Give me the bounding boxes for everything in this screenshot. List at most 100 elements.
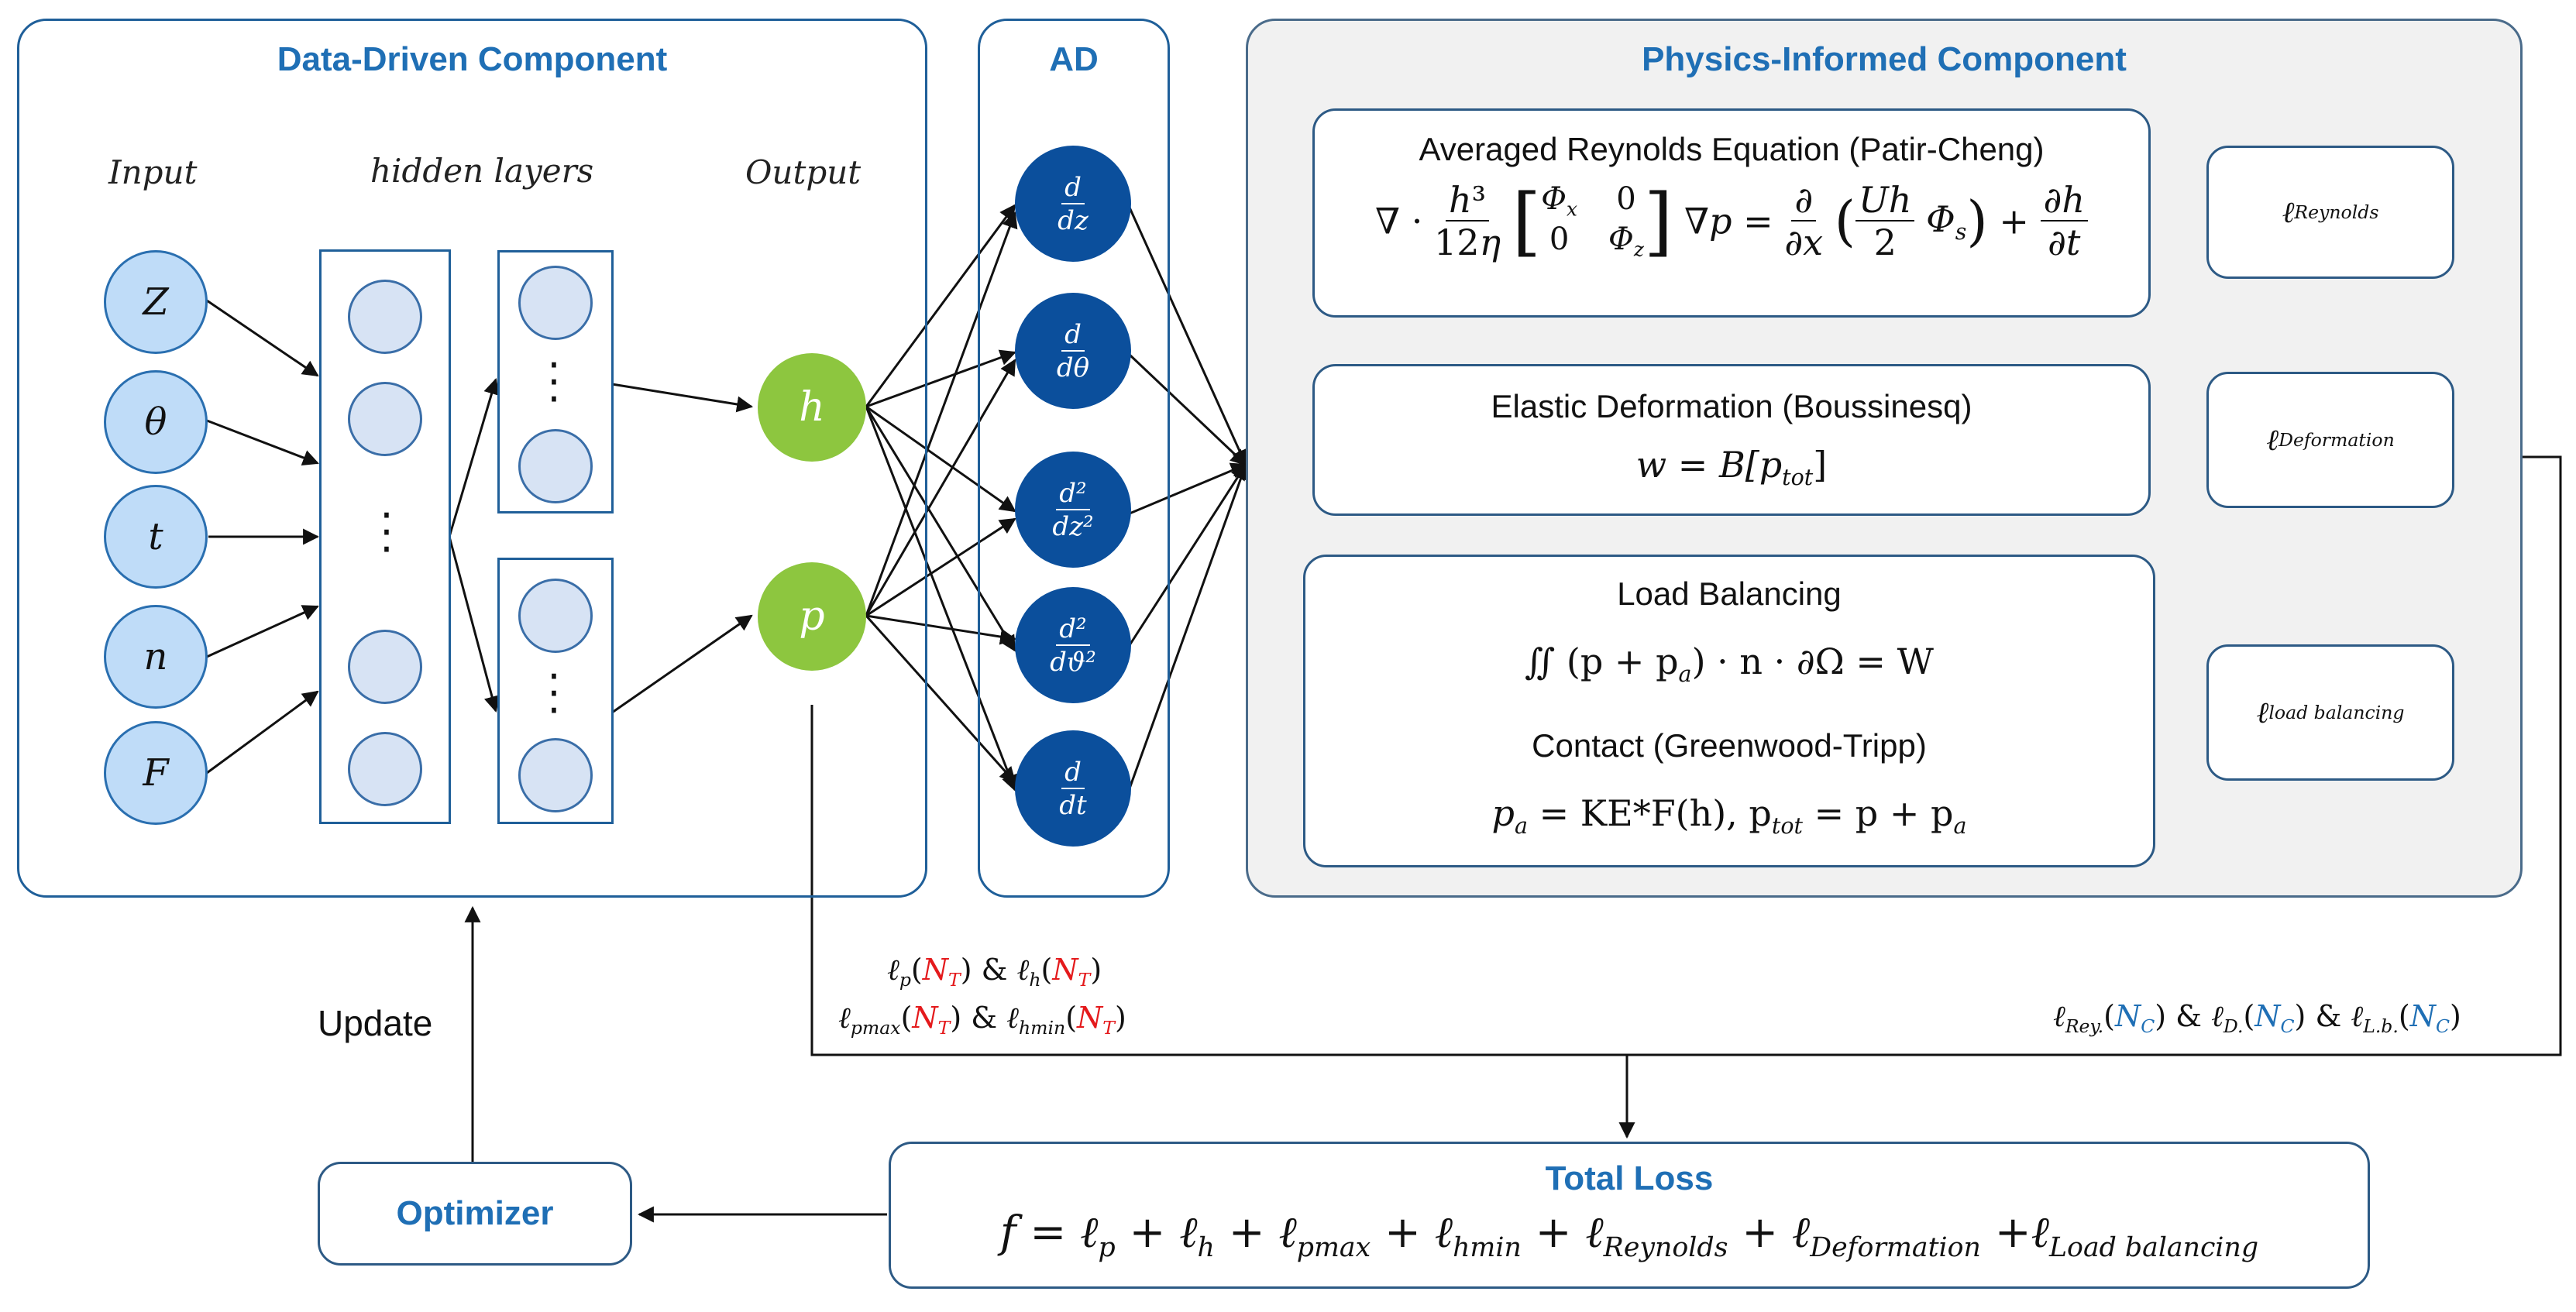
- ad-num: d: [1061, 174, 1085, 204]
- term-reynolds: Reynolds: [1603, 1232, 1728, 1264]
- total-loss-box: Total Loss f = ℓp + ℓh + ℓpmax + ℓhmin +…: [889, 1142, 2370, 1289]
- contact-eq-a: p: [1491, 792, 1515, 834]
- term-h: h: [1197, 1232, 1215, 1264]
- deformation-title: Elastic Deformation (Boussinesq): [1491, 388, 1972, 424]
- ad-panel: [978, 19, 1170, 898]
- hidden-neuron: [518, 579, 593, 653]
- total-loss-equation: f = ℓp + ℓh + ℓpmax + ℓhmin + ℓReynolds …: [999, 1207, 2259, 1264]
- reynolds-title: Averaged Reynolds Equation (Patir-Cheng): [1419, 131, 2045, 167]
- nt-sub: T: [948, 969, 961, 991]
- term-load: Load balancing: [2048, 1232, 2259, 1264]
- ellipsis-dots: ···: [380, 491, 394, 574]
- data-loss-line-2: ℓpmax(NT) & ℓhmin(NT): [838, 1001, 1126, 1039]
- network-edges: [206, 204, 2562, 1223]
- ellipsis-dots: ···: [547, 341, 561, 424]
- contact-title: Contact (Greenwood-Tripp): [1532, 727, 1927, 764]
- hidden-layer-1: ···: [319, 249, 451, 824]
- hidden-column-label: hidden layers: [370, 152, 594, 190]
- contact-eq-b: = KE: [1528, 792, 1633, 834]
- ad-den: dθ: [1056, 352, 1090, 383]
- load-eq-sub: a: [1678, 661, 1692, 687]
- input-node-z: Z: [104, 250, 208, 354]
- deformation-box: Elastic Deformation (Boussinesq) w = B[p…: [1312, 364, 2151, 516]
- load-equation: ∬ (p + pa) · n · ∂Ω = W: [1305, 641, 2153, 687]
- input-node-theta: θ: [104, 370, 208, 474]
- deformation-eq-sub: tot: [1782, 464, 1814, 490]
- deformation-equation: w = B[ptot]: [1635, 444, 1828, 490]
- input-column-label: Input: [108, 153, 198, 191]
- ad-num: d²: [1056, 480, 1090, 510]
- term-hmin: hmin: [1453, 1232, 1522, 1264]
- hidden-neuron: [518, 266, 593, 340]
- physics-loss-rey: Rey.: [2065, 1015, 2104, 1038]
- total-loss-f: f =: [999, 1207, 1081, 1258]
- data-loss-p: p: [899, 969, 911, 991]
- reynolds-box: Averaged Reynolds Equation (Patir-Cheng)…: [1312, 108, 2151, 318]
- data-loss-line-1: ℓp(NT) & ℓh(NT): [887, 953, 1102, 991]
- total-loss-title: Total Loss: [1545, 1159, 1714, 1197]
- output-node-h: h: [758, 353, 866, 462]
- physics-loss-label: ℓRey.(NC) & ℓD.(NC) & ℓL.b.(NC): [2053, 999, 2461, 1038]
- contact-equation: pa = KE*F(h), ptot = p + pa: [1491, 792, 1967, 839]
- input-node-t: t: [104, 485, 208, 589]
- optimizer-box: Optimizer: [318, 1162, 632, 1266]
- ad-num: d²: [1056, 616, 1090, 646]
- ellipsis-dots: ···: [547, 652, 561, 735]
- output-node-p: p: [758, 562, 866, 671]
- hidden-neuron: [348, 630, 422, 704]
- physics-loss-d: D.: [2223, 1015, 2244, 1038]
- hidden-neuron: [348, 732, 422, 806]
- nt-symbol: N: [922, 953, 948, 987]
- ad-den: dϑ²: [1050, 646, 1096, 678]
- data-loss-h: h: [1029, 969, 1041, 991]
- hidden-neuron: [518, 738, 593, 812]
- data-driven-panel: [17, 19, 927, 898]
- hidden-neuron: [348, 280, 422, 354]
- hidden-neuron: [348, 382, 422, 456]
- ad-num: d: [1061, 759, 1085, 789]
- data-loss-pmax: pmax: [850, 1017, 901, 1039]
- input-node-f: F: [104, 721, 208, 825]
- loss-deformation-sub: Deformation: [2279, 429, 2395, 451]
- load-eq-main: ∬ (p + p: [1525, 641, 1679, 682]
- nc-sub: C: [2141, 1015, 2155, 1038]
- data-driven-title: Data-Driven Component: [277, 40, 668, 78]
- ad-title: AD: [1049, 40, 1099, 78]
- optimizer-label: Optimizer: [396, 1194, 554, 1232]
- ad-den: dz: [1058, 204, 1089, 236]
- ad-den: dz²: [1052, 510, 1094, 542]
- term-deformation: Deformation: [1810, 1232, 1981, 1264]
- input-node-n: n: [104, 605, 208, 709]
- loss-reynolds-sub: Reynolds: [2294, 201, 2379, 223]
- contact-eq-d: = p + p: [1802, 792, 1954, 834]
- term-p: p: [1098, 1232, 1116, 1264]
- load-eq-tail: ) · n · ∂Ω = W: [1691, 641, 1934, 682]
- load-contact-box: Load Balancing ∬ (p + pa) · n · ∂Ω = W C…: [1303, 555, 2155, 867]
- physics-loss-lb: L.b.: [2363, 1015, 2399, 1038]
- load-title: Load Balancing: [1617, 575, 1842, 612]
- physics-title: Physics-Informed Component: [1642, 40, 2127, 78]
- hidden-neuron: [518, 429, 593, 503]
- loss-load-sub: load balancing: [2268, 702, 2405, 723]
- hidden-layer-2-bottom: ···: [497, 558, 614, 824]
- update-label: Update: [318, 1003, 433, 1043]
- hidden-layer-2-top: ···: [497, 250, 614, 513]
- nc-symbol: N: [2114, 999, 2141, 1033]
- ad-num: d: [1061, 321, 1085, 352]
- ad-den: dt: [1059, 789, 1087, 821]
- output-column-label: Output: [745, 153, 862, 191]
- data-loss-hmin: hmin: [1019, 1017, 1066, 1039]
- deformation-eq-main: w = B[p: [1635, 444, 1783, 486]
- contact-eq-c: *F(h), p: [1632, 792, 1772, 834]
